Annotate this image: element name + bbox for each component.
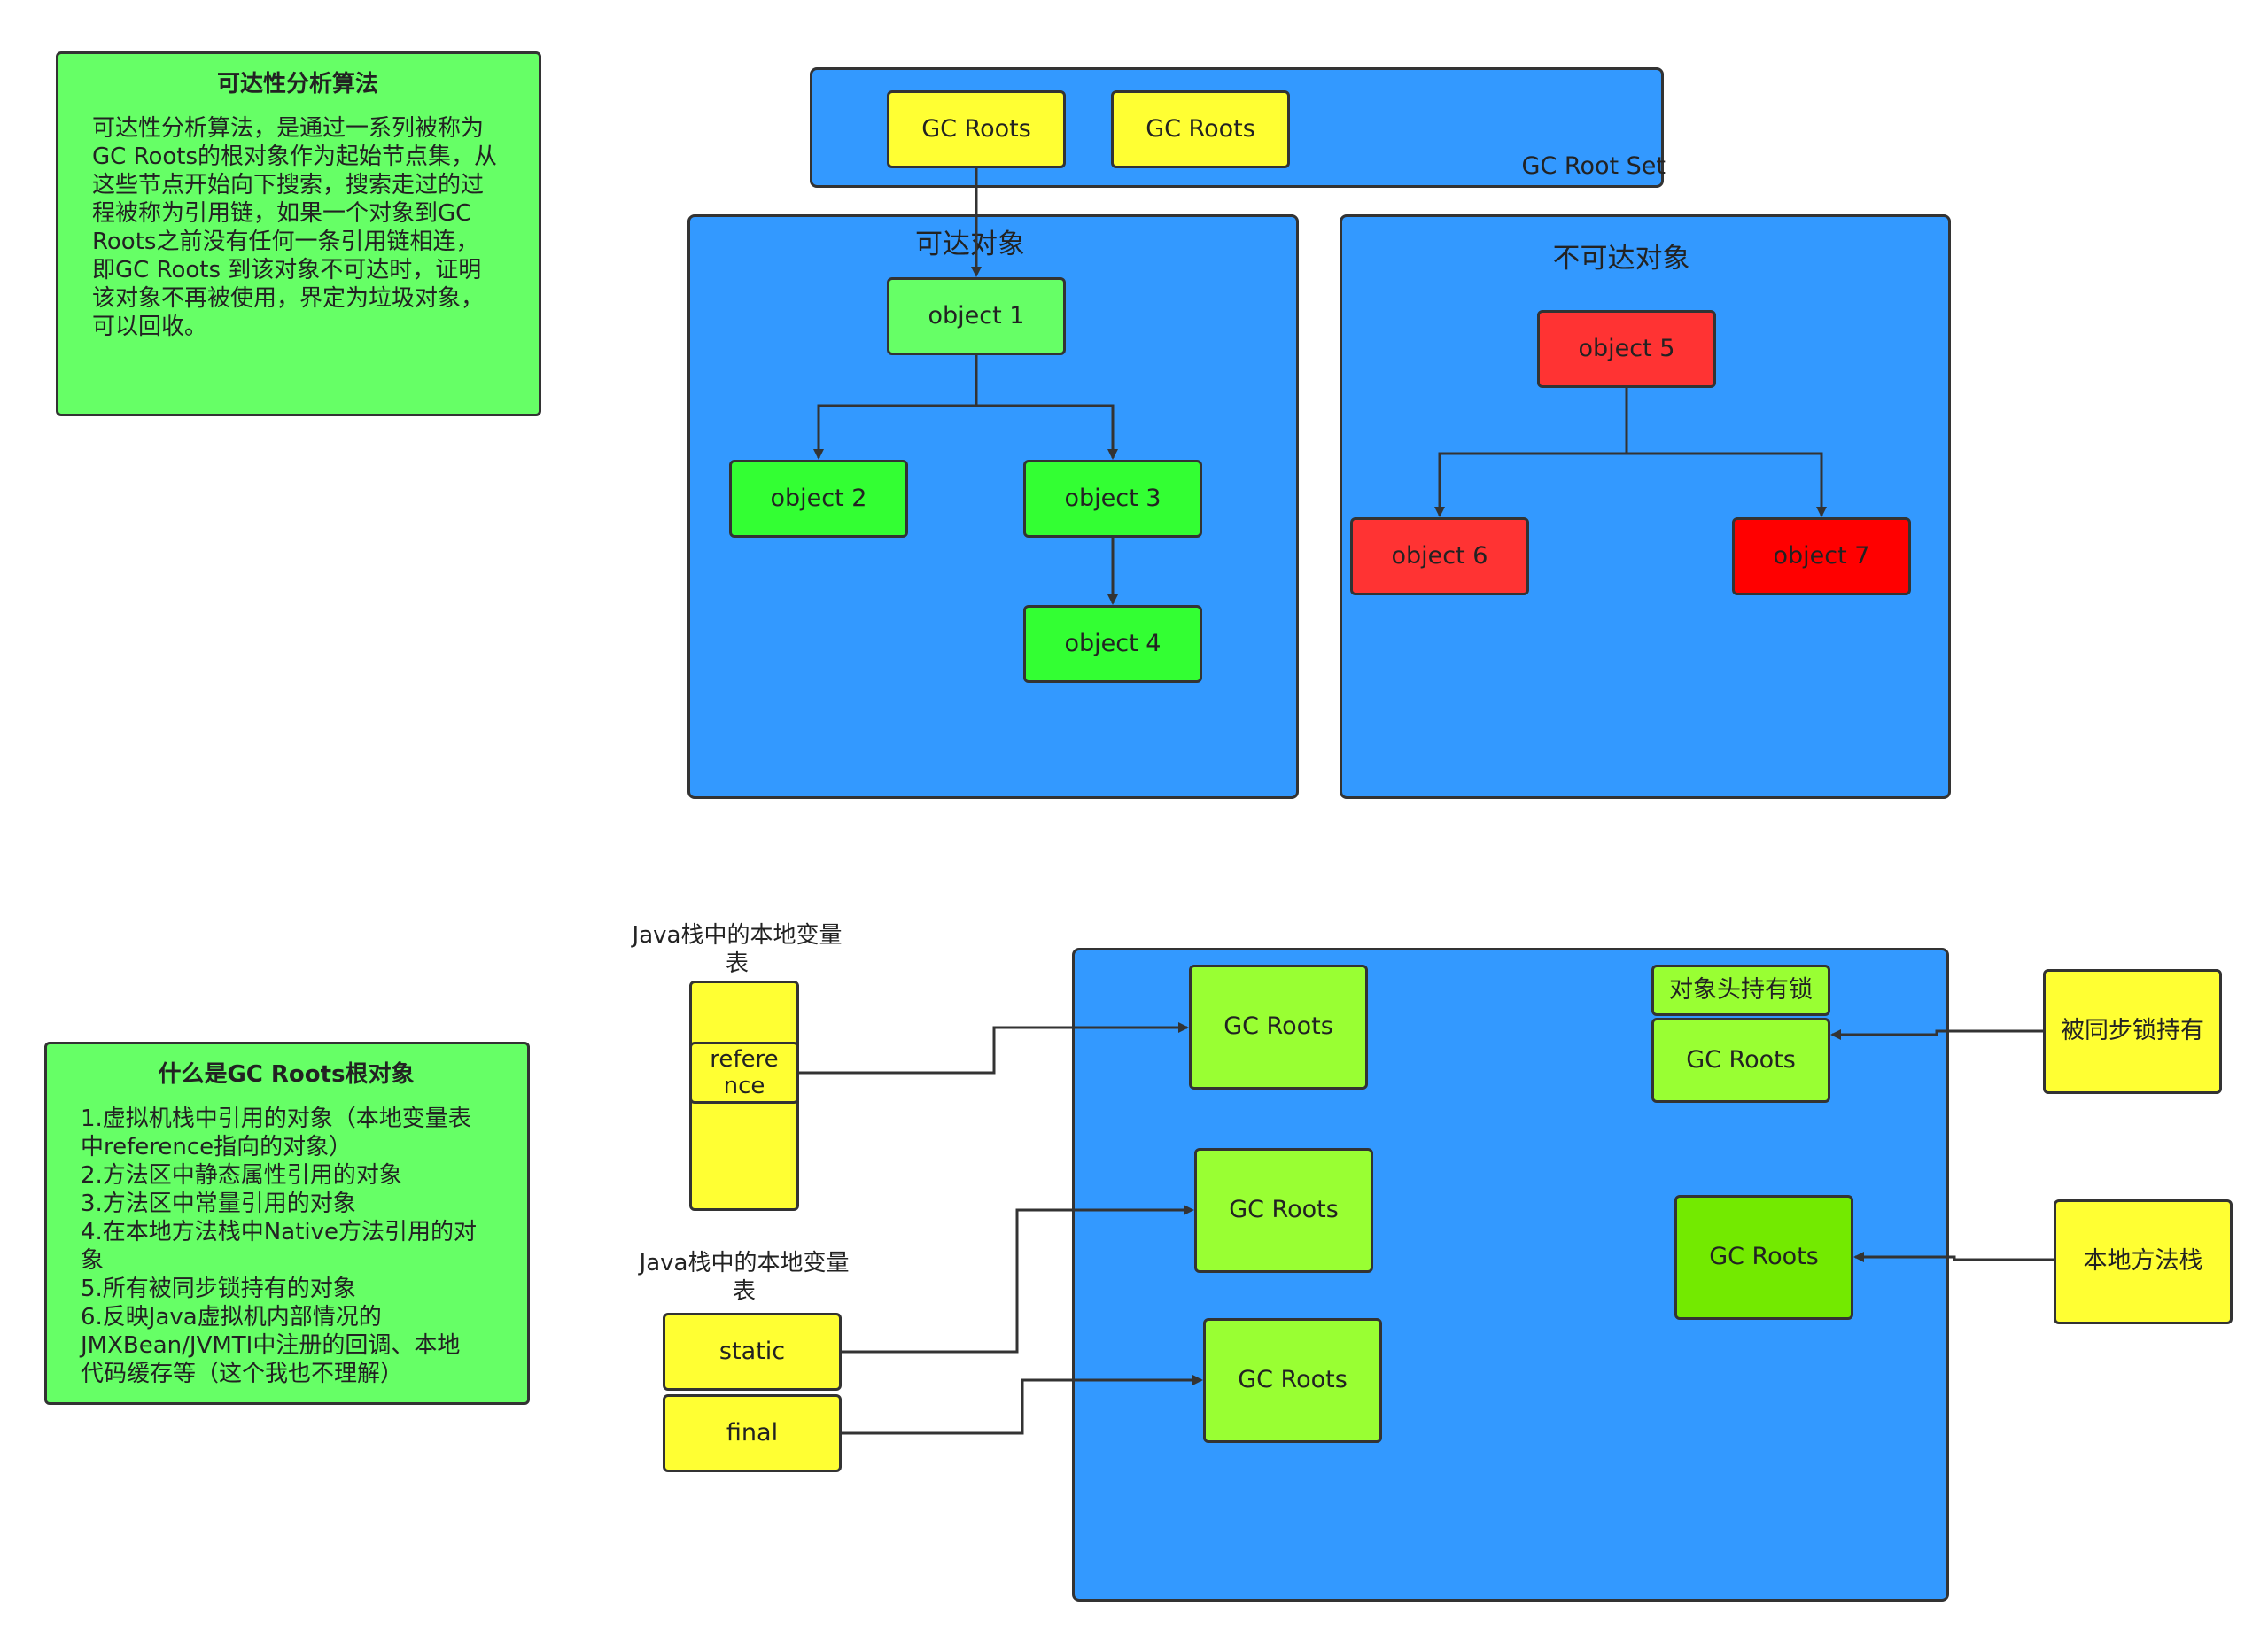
object-4: object 4 (1023, 605, 1202, 683)
native-stack-source: 本地方法栈 (2054, 1199, 2233, 1324)
gc-root-sync-lock: GC Roots (1651, 1018, 1830, 1103)
static-cell: static (663, 1313, 842, 1391)
lock-header-label: 对象头持有锁 (1651, 965, 1830, 1016)
gc-root-final: GC Roots (1203, 1318, 1382, 1443)
stack-top-title: Java栈中的本地变量 表 (632, 922, 843, 977)
gc-root-node-b: GC Roots (1111, 90, 1290, 168)
object-1: object 1 (887, 277, 1066, 355)
note-reachability: 可达性分析算法 可达性分析算法，是通过一系列被称为 GC Roots的根对象作为… (56, 51, 541, 416)
gc-root-stack-ref: GC Roots (1189, 965, 1368, 1090)
gc-root-node-a: GC Roots (887, 90, 1066, 168)
object-6: object 6 (1350, 517, 1529, 595)
edge-sync-root (1830, 1029, 2043, 1040)
edge-obj1-obj3 (976, 404, 1118, 460)
edge-native-root (1853, 1252, 2054, 1262)
object-3: object 3 (1023, 460, 1202, 538)
reference-cell: refere nce (689, 1042, 799, 1104)
object-2: object 2 (729, 460, 908, 538)
edge-reference-root (799, 1022, 1189, 1075)
final-cell: final (663, 1394, 842, 1472)
note-gc-roots-body: 1.虚拟机栈中引用的对象（本地变量表 中reference指向的对象） 2.方法… (81, 1106, 477, 1387)
gc-root-set-label: GC Root Set (1521, 152, 1666, 180)
gc-root-native: GC Roots (1674, 1195, 1853, 1320)
object-7: object 7 (1732, 517, 1911, 595)
reachable-title: 可达对象 (915, 229, 1025, 260)
note-gc-roots-title: 什么是GC Roots根对象 (158, 1061, 415, 1088)
note-gc-roots: 什么是GC Roots根对象 1.虚拟机栈中引用的对象（本地变量表 中refer… (44, 1042, 530, 1405)
unreachable-title: 不可达对象 (1552, 243, 1690, 275)
note-reachability-title: 可达性分析算法 (216, 71, 378, 97)
edge-static-root (842, 1205, 1194, 1354)
edge-obj5-obj7 (1627, 452, 1827, 517)
gc-root-static: GC Roots (1194, 1148, 1373, 1273)
edge-final-root (842, 1375, 1203, 1435)
edge-obj5-obj6 (1434, 388, 1628, 517)
note-reachability-body: 可达性分析算法，是通过一系列被称为 GC Roots的根对象作为起始节点集，从 … (92, 115, 498, 340)
stack-bottom-title: Java栈中的本地变量 表 (639, 1250, 850, 1305)
object-5: object 5 (1537, 310, 1716, 388)
edge-obj1-obj2 (813, 355, 978, 460)
sync-lock-source: 被同步锁持有 (2043, 969, 2222, 1094)
